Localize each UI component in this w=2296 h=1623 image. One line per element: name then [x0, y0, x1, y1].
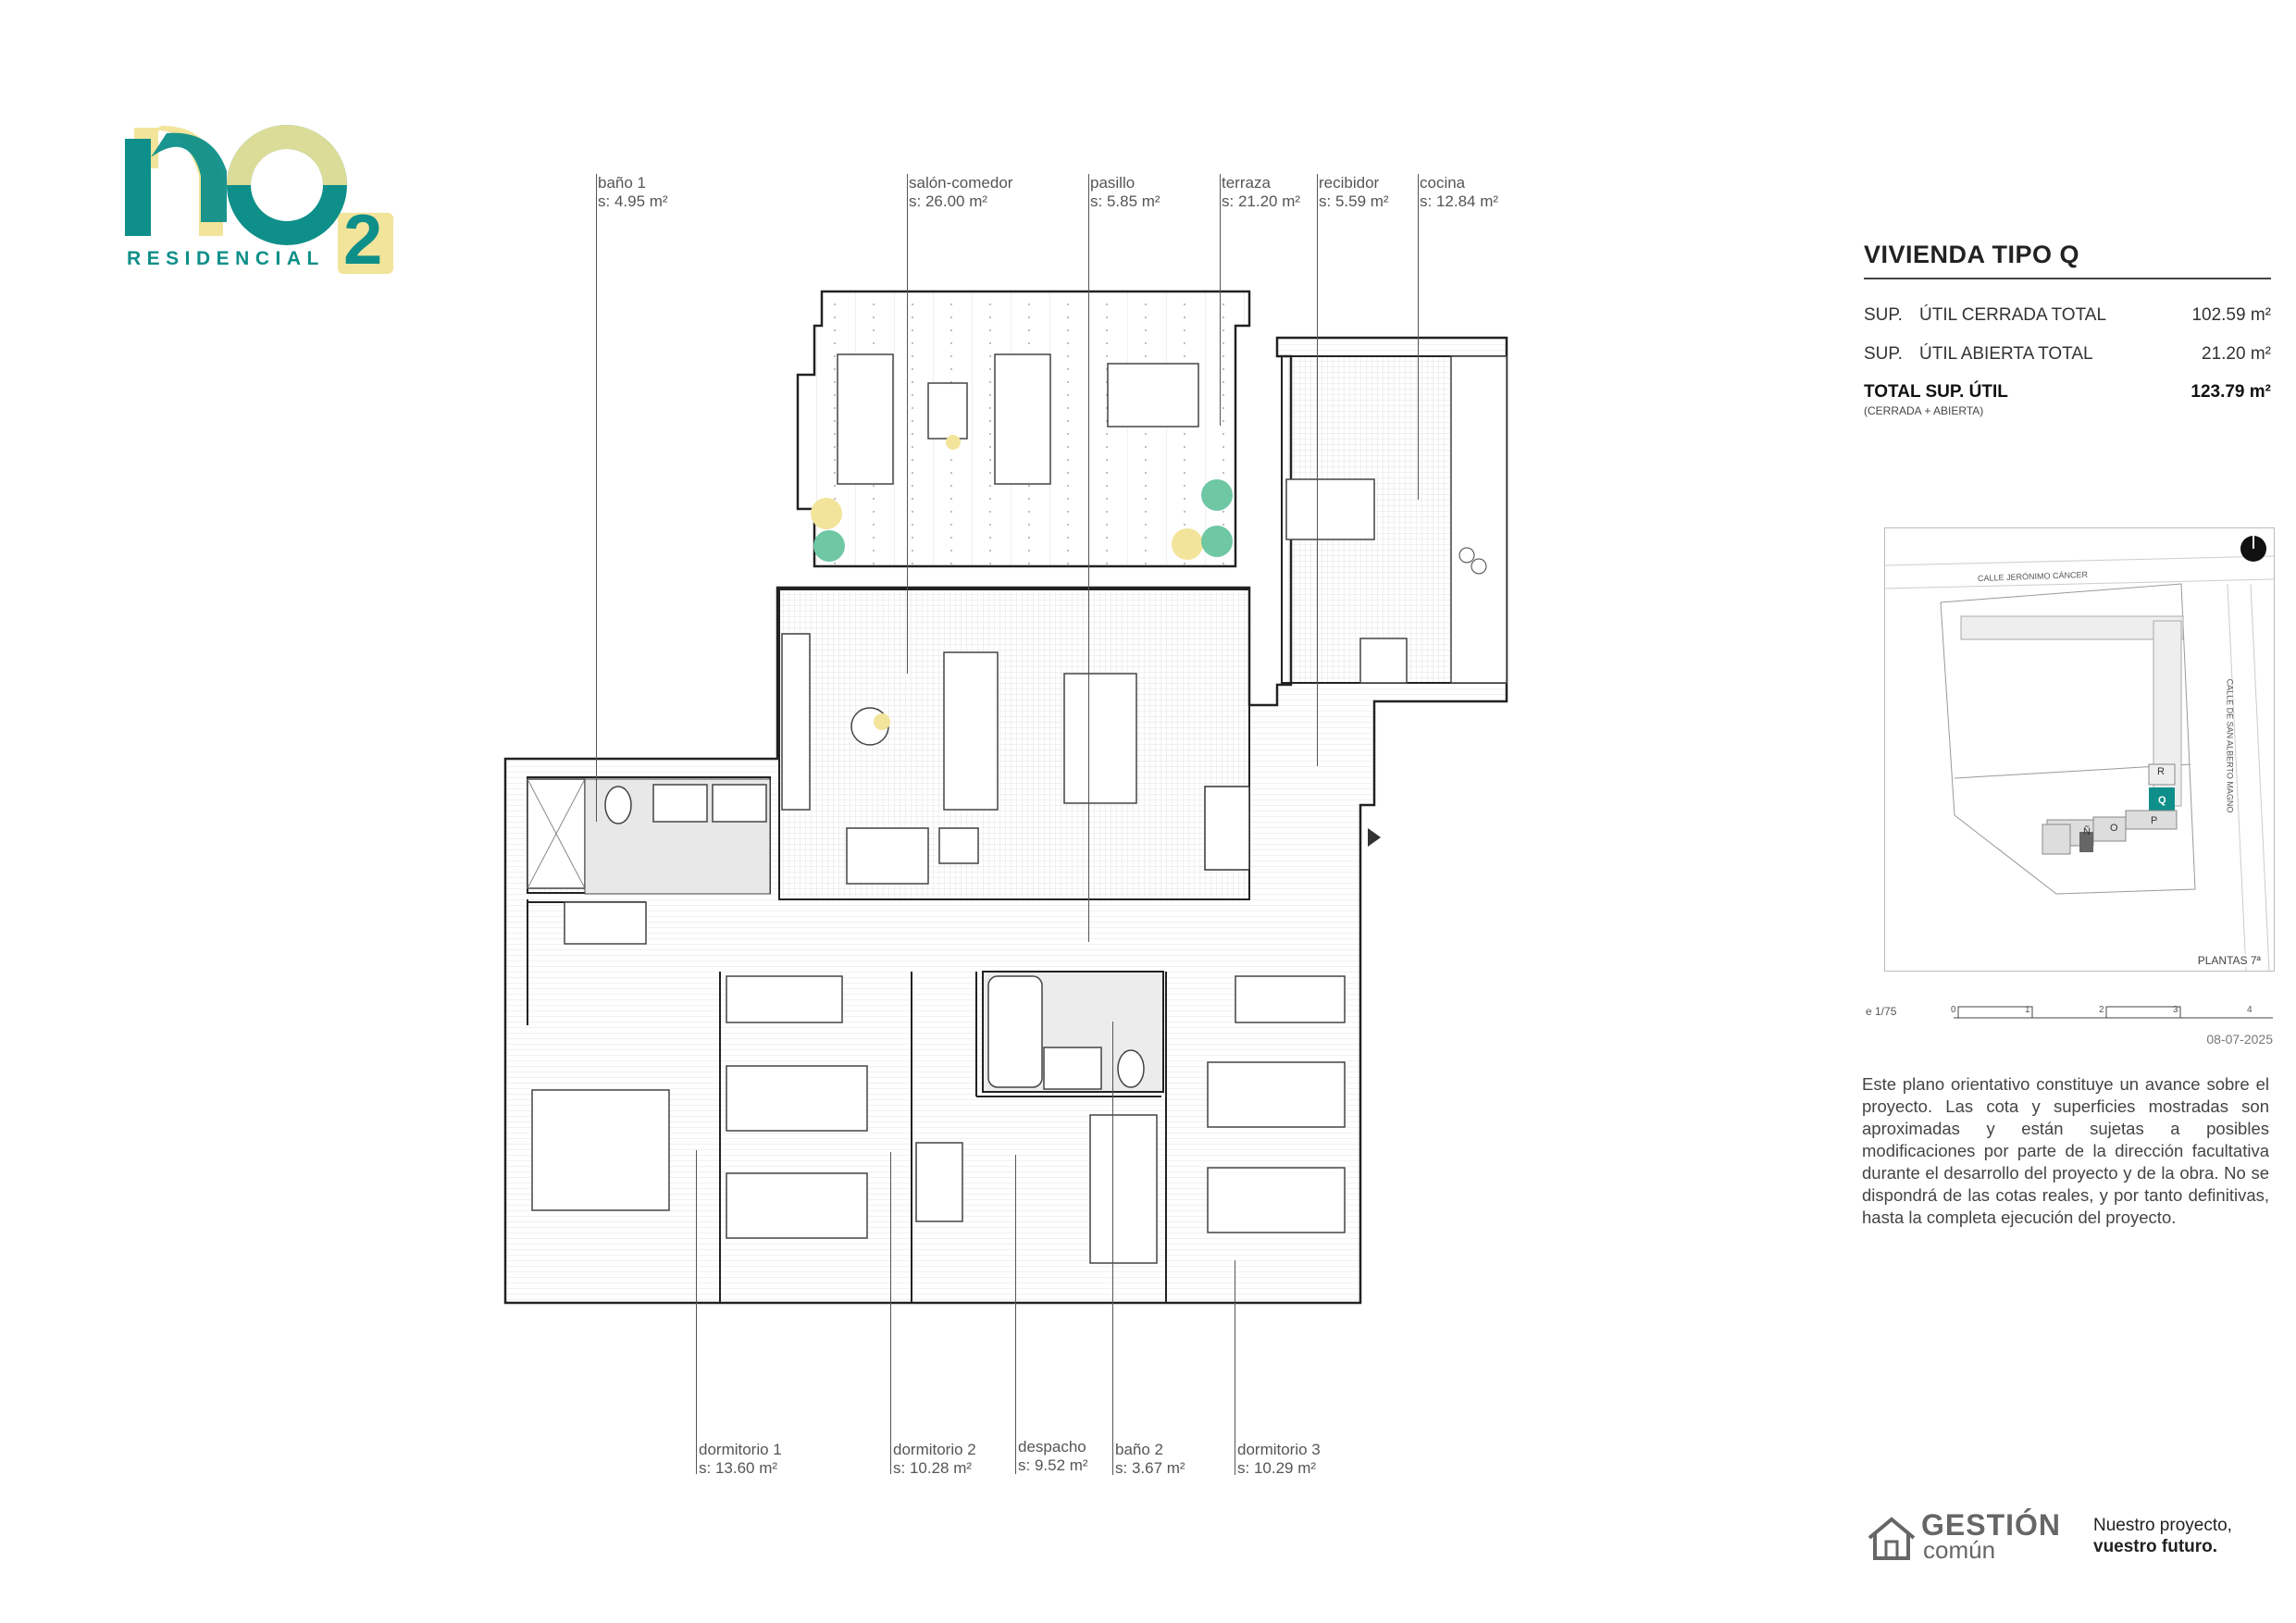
scale-graphic	[1954, 1006, 2273, 1019]
panel-title: VIVIENDA TIPO Q	[1864, 241, 2080, 268]
leader-bano-2	[1112, 1022, 1113, 1475]
keyplan-unit-q: Q	[2158, 795, 2166, 806]
scale-tick-3: 3	[2173, 1005, 2178, 1015]
keyplan-unit-p: P	[2151, 815, 2158, 826]
house-icon	[1868, 1517, 1916, 1560]
leader-dormitorio-1	[696, 1150, 697, 1474]
scale-tick-0: 0	[1951, 1005, 1956, 1015]
dining-table	[1063, 673, 1137, 804]
tagline-2: vuestro futuro.	[2093, 1537, 2218, 1556]
leader-cocina	[1418, 174, 1419, 500]
leader-terraza	[1220, 174, 1221, 426]
leader-salon	[907, 174, 908, 674]
leader-despacho	[1015, 1155, 1016, 1474]
key-plan-graphic	[1885, 536, 2274, 971]
room-terraza	[796, 290, 1251, 568]
leader-bano-1	[596, 174, 597, 822]
keyplan-floor-label: PLANTAS 7ª	[2193, 954, 2265, 967]
sofa-right	[994, 353, 1051, 485]
leader-dormitorio-2	[890, 1152, 891, 1474]
logo-subscript: 2	[343, 201, 383, 279]
tagline-1: Nuestro proyecto,	[2093, 1516, 2232, 1535]
brand-top: GESTIÓN	[1921, 1508, 2062, 1542]
logo-mark-graphic	[125, 125, 393, 274]
scale-tick-4: 4	[2247, 1005, 2253, 1015]
disclaimer: Este plano orientativo constituye un ava…	[1862, 1074, 2269, 1227]
plan-date: 08-07-2025	[2206, 1032, 2273, 1047]
scale-tick-2: 2	[2099, 1005, 2104, 1015]
keyplan-unit-r: R	[2157, 766, 2165, 777]
living-sofa	[943, 651, 999, 811]
scale-bar: e 1/75 0 1 2 3 4 08-07-2025	[1866, 1001, 2273, 1057]
sofa-left	[837, 353, 894, 485]
leader-pasillo	[1088, 174, 1089, 942]
scale-tick-1: 1	[2025, 1005, 2030, 1015]
logo: 2 RESIDENCIAL	[125, 120, 403, 278]
scale-label: e 1/75	[1866, 1005, 1897, 1018]
terrace-table	[1107, 363, 1199, 427]
brand-bottom: común	[1923, 1536, 1996, 1564]
leader-recibidor	[1317, 174, 1318, 766]
keyplan-street-right: CALLE DE SAN ALBERTO MAGNO	[2225, 678, 2235, 813]
footer-brand: GESTIÓN común Nuestro proyecto, vuestro …	[1866, 1508, 2273, 1573]
key-plan: CALLE JERÓNIMO CÁNCER CALLE DE SAN ALBER…	[1884, 527, 2275, 972]
keyplan-unit-o: O	[2110, 823, 2118, 834]
bed-dormitorio-1	[531, 1089, 670, 1211]
logo-wordmark: RESIDENCIAL	[127, 248, 325, 269]
panel-title-rule	[1864, 278, 2271, 279]
keyplan-unit-n: Ñ	[2083, 826, 2091, 837]
total-note: (CERRADA + ABIERTA)	[1864, 404, 1984, 417]
